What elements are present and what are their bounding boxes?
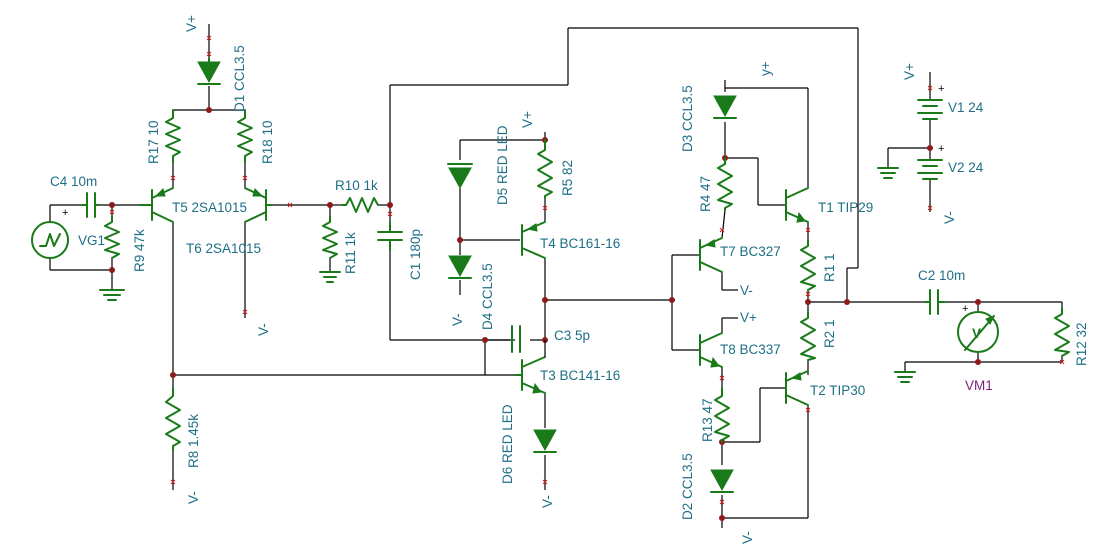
- label-d5: D5 RED LED: [495, 125, 510, 205]
- ground-output: [894, 371, 916, 383]
- label-vm-bat: V-: [942, 211, 957, 224]
- label-r2: R2 1: [822, 319, 837, 348]
- resistor-r17: [165, 109, 181, 163]
- signal-source-vg1: [31, 221, 69, 259]
- label-t4: T4 BC161-16: [540, 236, 620, 251]
- battery-v2: [917, 159, 943, 180]
- label-vm-t6: V-: [256, 323, 271, 336]
- resistor-r5: [537, 139, 553, 199]
- label-r4: R4 47: [698, 176, 713, 212]
- label-vp-bat: V+: [902, 63, 917, 80]
- label-vm-r8: V-: [186, 491, 201, 504]
- capacitor-c1: [377, 221, 403, 251]
- resistor-r10: [341, 197, 379, 213]
- label-r12: R12 32: [1074, 322, 1089, 366]
- diode-d4: [448, 255, 472, 279]
- battery-v1: [917, 99, 943, 120]
- diode-d3: [713, 95, 737, 119]
- transistor-t4: [521, 221, 546, 259]
- label-t5: T5 2SA1015: [172, 200, 247, 215]
- resistor-r1: [800, 239, 816, 291]
- transistor-t3: [514, 356, 546, 394]
- label-t7: T7 BC327: [720, 244, 781, 259]
- label-t6: T6 2SA1015: [186, 241, 261, 256]
- label-r8: R8 1.45k: [186, 414, 201, 468]
- transistor-t1: [785, 187, 809, 223]
- pin-markers: [109, 35, 1065, 505]
- label-vm1: VM1: [965, 378, 993, 393]
- label-t3: T3 BC141-16: [540, 368, 620, 383]
- transistor-t5: [139, 187, 174, 223]
- label-d1: D1 CCL3.5: [232, 45, 247, 112]
- label-c4: C4 10m: [50, 174, 97, 189]
- capacitor-c3: [511, 325, 521, 353]
- label-r13: R13 47: [700, 398, 715, 442]
- diode-d2: [710, 469, 734, 493]
- label-vm-d4: V-: [450, 313, 465, 326]
- led-d5: [447, 163, 473, 190]
- label-vp-d3: y+: [758, 61, 773, 76]
- label-c1: C1 180p: [408, 229, 423, 280]
- label-vp1: V+: [184, 15, 199, 32]
- resistor-r2: [800, 311, 816, 361]
- label-t2: T2 TIP30: [810, 383, 865, 398]
- label-d6: D6 RED LED: [500, 404, 515, 484]
- resistor-r8: [165, 387, 181, 451]
- label-r10: R10 1k: [335, 178, 378, 193]
- ground-r11: [319, 271, 341, 283]
- label-t1: T1 TIP29: [818, 200, 873, 215]
- label-vp-r5: V+: [520, 111, 535, 128]
- label-v2: V2 24: [948, 160, 984, 175]
- transistor-t6: [244, 187, 273, 223]
- label-v1: V1 24: [948, 100, 984, 115]
- resistor-r11: [322, 215, 338, 259]
- label-vp-t8: V+: [740, 310, 757, 325]
- capacitor-c4: [81, 192, 99, 218]
- label-plus-vm: +: [962, 303, 968, 315]
- wires: [49, 24, 1063, 528]
- resistor-r12: [1054, 307, 1070, 357]
- junctions: [109, 107, 981, 521]
- label-plus-c4: +: [62, 207, 68, 219]
- voltmeter-vm1: [957, 311, 999, 353]
- transistor-t8: [699, 332, 723, 368]
- label-c3: C3 5p: [554, 328, 590, 343]
- resistor-r13: [714, 387, 730, 443]
- label-plus-v1: +: [938, 83, 944, 95]
- resistor-r4: [717, 157, 733, 211]
- label-r11: R11 1k: [343, 232, 358, 274]
- label-c2: C2 10m: [918, 268, 965, 283]
- label-vm-d2: V-: [740, 531, 755, 544]
- diode-d1: [197, 57, 221, 85]
- label-r5: R5 82: [560, 160, 575, 196]
- label-vm1-symbol: V: [972, 326, 981, 341]
- label-r18: R18 10: [260, 120, 275, 164]
- label-r17: R17 10: [146, 120, 161, 164]
- label-vm-d6: V-: [540, 495, 555, 508]
- label-vm-t7: V-: [740, 283, 753, 298]
- label-plus-v2: +: [938, 143, 944, 155]
- label-r1: R1 1: [822, 253, 837, 282]
- label-r9: R9 47k: [132, 229, 147, 272]
- label-vg1: VG1: [78, 233, 105, 248]
- label-d4: D4 CCL3.5: [480, 263, 495, 330]
- ground-battery: [877, 167, 899, 179]
- label-t8: T8 BC337: [720, 342, 781, 357]
- transistor-t2: [785, 370, 809, 406]
- label-d2: D2 CCL3.5: [680, 453, 695, 520]
- resistor-r18: [237, 109, 253, 163]
- transistor-t7: [699, 237, 723, 273]
- resistor-r9: [104, 215, 120, 259]
- led-d6: [533, 429, 557, 453]
- capacitor-c2: [924, 289, 946, 315]
- ground-r9: [99, 289, 125, 301]
- label-d3: D3 CCL3.5: [680, 85, 695, 152]
